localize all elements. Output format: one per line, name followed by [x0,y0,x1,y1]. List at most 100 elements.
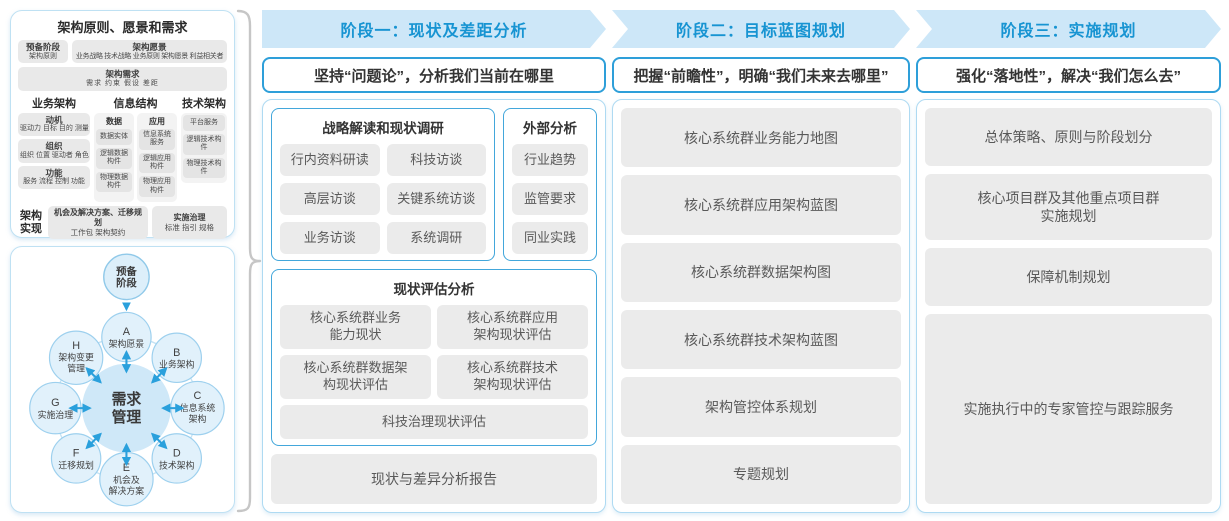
phase-3-subtitle: 强化“落地性”，解决“我们怎么去” [916,57,1221,93]
item-box: 核心系统群数据架构图 [621,242,901,302]
prep-phase-sub: 架构原则 [29,52,57,60]
info-system-service-box: 信息系统服务 [139,128,175,150]
svg-text:架构愿景: 架构愿景 [109,338,145,349]
item-box: 核心系统群数据架 构现状评估 [280,355,431,399]
adm-prep-node: 预备 阶段 [103,253,150,301]
item-box: 架构管控体系规划 [621,377,901,437]
phase-2-banner: 阶段二：目标蓝图规划 [612,10,910,48]
current-state-evaluation-box: 现状评估分析 核心系统群业务 能力现状 核心系统群应用 架构现状评估 核心系统群… [271,269,597,446]
implementation-governance-box: 实施治理 标准 指引 规格 [151,206,227,240]
svg-text:预备: 预备 [116,265,137,278]
external-analysis-title: 外部分析 [523,121,577,136]
architecture-vision-title: 架构愿景 [132,42,167,52]
svg-text:架构: 架构 [189,413,207,424]
business-architecture-column: 业务架构 动机 驱动力 目标 目的 测量 组织 组织 位置 驱动者 角色 功能 … [18,95,90,202]
adm-cycle-diagram: 预备 阶段 A 架构愿景 B 业务架构 C 信息系统 架构 [29,253,225,507]
architecture-requirement-title: 架构需求 [105,69,140,80]
phase-1-content: 战略解读和现状调研 行内资料研读 科技访谈 高层访谈 关键系统访谈 业务访谈 系… [262,99,606,513]
adm-center-arrows [68,350,185,467]
architecture-requirement-sub: 需求 约束 假设 差距 [86,80,159,87]
item-box: 核心系统群技术架构蓝图 [621,309,901,370]
physical-tech-box: 物理技术构件 [183,157,225,179]
svg-text:技术架构: 技术架构 [159,459,195,470]
architecture-requirement-box: 架构需求 需求 约束 假设 差距 [18,67,227,91]
item-box: 同业实践 [512,222,588,254]
architecture-vision-box: 架构愿景 业务战略 技术战略 业务原则 架构愿景 利益相关者 [72,40,227,64]
item-box: 保障机制规划 [925,248,1212,306]
adm-cycle-panel: 预备 阶段 A 架构愿景 B 业务架构 C 信息系统 架构 [10,246,235,513]
item-box: 关键系统访谈 [386,183,486,215]
item-box: 行业趋势 [512,144,588,176]
phase-3-column: 阶段三：实施规划 强化“落地性”，解决“我们怎么去” 总体策略、原则与阶段划分 … [916,10,1221,513]
architecture-framework-panel: 架构原则、愿景和需求 预备阶段 架构原则 架构愿景 业务战略 技术战略 业务原则… [10,10,235,240]
node-letter: F [73,447,80,459]
node-letter: E [123,462,130,474]
phase-1-banner: 阶段一：现状及差距分析 [262,10,606,48]
svg-text:架构变更: 架构变更 [58,352,94,363]
item-box: 业务访谈 [280,222,380,254]
svg-text:实施治理: 实施治理 [38,409,74,420]
item-box: 总体策略、原则与阶段划分 [925,108,1212,166]
phase-1-column: 阶段一：现状及差距分析 坚持“问题论”，分析我们当前在哪里 战略解读和现状调研 … [262,10,606,513]
adm-node-c: C 信息系统 架构 [170,380,225,436]
item-box: 核心系统群业务 能力现状 [280,305,431,349]
item-box: 系统调研 [386,222,486,254]
svg-text:解决方案: 解决方案 [109,485,145,496]
svg-text:迁移规划: 迁移规划 [58,459,94,470]
phase-1-subtitle: 坚持“问题论”，分析我们当前在哪里 [262,57,606,93]
item-box: 核心系统群应用架构蓝图 [621,175,901,235]
svg-text:管理: 管理 [112,408,142,426]
brace-connector [236,9,262,513]
node-letter: D [173,447,181,459]
node-letter: H [72,340,80,352]
item-box: 科技治理现状评估 [280,405,588,439]
item-box: 核心系统群技术 架构现状评估 [437,355,588,399]
item-box: 高层访谈 [280,183,380,215]
svg-text:管理: 管理 [67,363,85,374]
svg-text:业务架构: 业务架构 [159,359,195,370]
adm-center-node: 需求 管理 [82,363,171,453]
information-structure-column: 信息结构 数据 数据实体 逻辑数据构件 物理数据构件 应用 信息系统服务 逻辑应… [94,95,177,203]
strategy-survey-box: 战略解读和现状调研 行内资料研读 科技访谈 高层访谈 关键系统访谈 业务访谈 系… [271,108,495,261]
motivation-box: 动机 驱动力 目标 目的 测量 [18,112,90,137]
node-letter: B [173,347,180,359]
phase-2-content: 核心系统群业务能力地图 核心系统群应用架构蓝图 核心系统群数据架构图 核心系统群… [612,99,910,513]
external-analysis-box: 外部分析 行业趋势 监管要求 同业实践 [503,108,597,261]
item-box: 核心系统群业务能力地图 [621,108,901,168]
node-letter: A [123,326,131,338]
data-group: 数据 数据实体 逻辑数据构件 物理数据构件 [94,112,134,203]
architecture-realization-label: 架构实现 [20,209,42,235]
physical-app-box: 物理应用构件 [139,176,175,198]
logical-data-box: 逻辑数据构件 [96,147,132,169]
phase-3-banner: 阶段三：实施规划 [916,10,1221,48]
application-group: 应用 信息系统服务 逻辑应用构件 物理应用构件 [137,112,177,203]
function-box: 功能 服务 流程 控制 功能 [18,165,90,189]
item-box: 科技访谈 [386,144,486,176]
platform-service-box: 平台服务 [183,114,225,131]
svg-text:阶段: 阶段 [116,277,137,290]
architecture-vision-sub: 业务战略 技术战略 业务原则 架构愿景 利益相关者 [75,52,224,60]
svg-text:信息系统: 信息系统 [180,402,216,413]
logical-tech-box: 逻辑技术构件 [183,133,225,155]
current-state-evaluation-title: 现状评估分析 [393,282,475,297]
logical-app-box: 逻辑应用构件 [139,152,175,174]
item-box: 专题规划 [621,444,901,504]
organization-box: 组织 组织 位置 驱动者 角色 [18,139,90,163]
strategy-survey-title: 战略解读和现状调研 [322,121,444,136]
svg-text:需求: 需求 [112,390,142,408]
svg-text:机会及: 机会及 [113,474,140,485]
prep-phase-box: 预备阶段 架构原则 [18,40,68,64]
business-architecture-title: 业务架构 [32,97,76,110]
prep-phase-title: 预备阶段 [25,42,60,52]
item-box: 核心项目群及其他重点项目群 实施规划 [925,174,1212,240]
item-box: 行内资料研读 [280,144,380,176]
phase-2-subtitle: 把握“前瞻性”，明确“我们未来去哪里” [612,57,910,93]
technology-architecture-column: 技术架构 平台服务 逻辑技术构件 物理技术构件 [181,95,227,202]
phase-2-column: 阶段二：目标蓝图规划 把握“前瞻性”，明确“我们未来去哪里” 核心系统群业务能力… [612,10,910,513]
phase-3-content: 总体策略、原则与阶段划分 核心项目群及其他重点项目群 实施规划 保障机制规划 实… [916,99,1221,513]
data-entity-box: 数据实体 [96,128,132,145]
framework-panel-title: 架构原则、愿景和需求 [57,20,188,35]
physical-data-box: 物理数据构件 [96,171,132,193]
opportunity-migration-box: 机会及解决方案、迁移规划 工作包 架构契约 [48,206,148,240]
